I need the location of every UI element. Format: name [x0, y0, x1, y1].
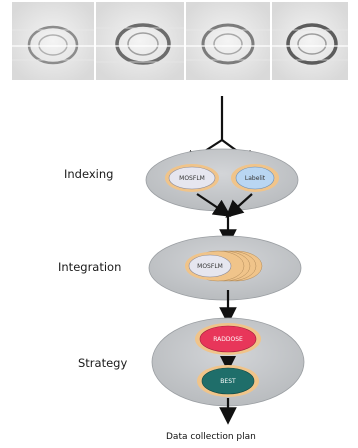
node-strategy-best: BEST: [197, 365, 259, 397]
node-label-indexing-labelit: Labelit: [245, 175, 266, 182]
diffraction-image-strip: [12, 2, 348, 80]
diffraction-image-4: [272, 2, 348, 80]
stage-label-indexing: Indexing: [64, 167, 114, 181]
diffraction-image-1: [12, 2, 94, 80]
node-indexing-mosflm: MOSFLM: [165, 164, 219, 192]
stage-label-integration: Integration: [58, 260, 122, 274]
stage-label-strategy: Strategy: [78, 356, 128, 370]
arrow-merge-left: [196, 193, 232, 217]
diffraction-image-3: [186, 2, 270, 80]
arrow-merge-right: [225, 193, 253, 218]
diffraction-image-2: [96, 2, 184, 80]
node-strategy-raddose: RADDOSE: [195, 323, 261, 355]
node-integration-mosflm: MOSFLM: [185, 250, 263, 282]
node-label-strategy-raddose: RADDOSE: [213, 336, 243, 343]
node-label-indexing-mosflm: MOSFLM: [179, 175, 205, 182]
node-label-integration-mosflm: MOSFLM: [197, 263, 223, 270]
node-indexing-labelit: Labelit: [231, 164, 279, 192]
output-caption: Data collection plan: [166, 432, 256, 442]
node-label-strategy-best: BEST: [220, 378, 236, 385]
